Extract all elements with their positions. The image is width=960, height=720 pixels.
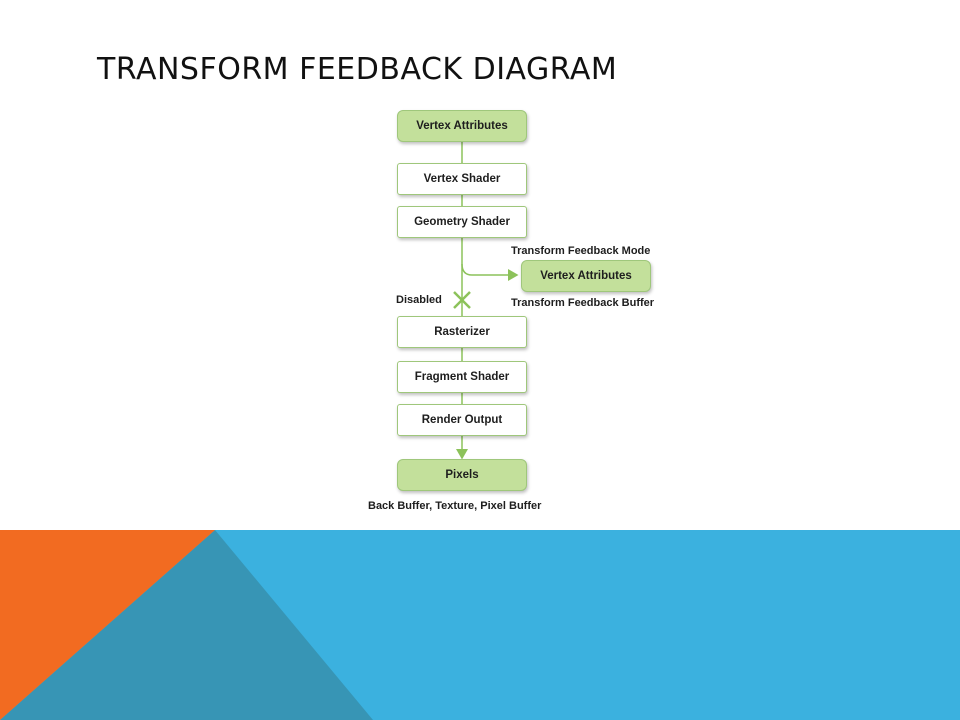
footer-teal-triangle bbox=[0, 530, 373, 720]
disabled-x-icon bbox=[453, 291, 471, 309]
slide-footer-decoration bbox=[0, 530, 960, 720]
connector-transform-feedback bbox=[461, 263, 519, 281]
node-tf-vertex-attributes: Vertex Attributes bbox=[521, 260, 651, 292]
note-transform-feedback-mode: Transform Feedback Mode bbox=[511, 245, 651, 257]
node-fragment-shader: Fragment Shader bbox=[397, 361, 527, 393]
node-geometry-shader: Geometry Shader bbox=[397, 206, 527, 238]
transform-feedback-diagram: Vertex Attributes Vertex Shader Geometry… bbox=[368, 110, 655, 512]
footer-shapes bbox=[0, 530, 960, 720]
note-transform-feedback-buffer: Transform Feedback Buffer bbox=[511, 297, 655, 309]
node-vertex-attributes: Vertex Attributes bbox=[397, 110, 527, 142]
diagram-connectors bbox=[453, 142, 519, 460]
footer-orange-triangle bbox=[0, 530, 215, 720]
note-pixel-targets: Back Buffer, Texture, Pixel Buffer bbox=[368, 500, 542, 512]
node-pixels: Pixels bbox=[397, 459, 527, 491]
note-disabled: Disabled bbox=[396, 294, 442, 306]
slide-title: TRANSFORM FEEDBACK DIAGRAM bbox=[97, 52, 618, 87]
node-render-output: Render Output bbox=[397, 404, 527, 436]
node-vertex-shader: Vertex Shader bbox=[397, 163, 527, 195]
node-rasterizer: Rasterizer bbox=[397, 316, 527, 348]
